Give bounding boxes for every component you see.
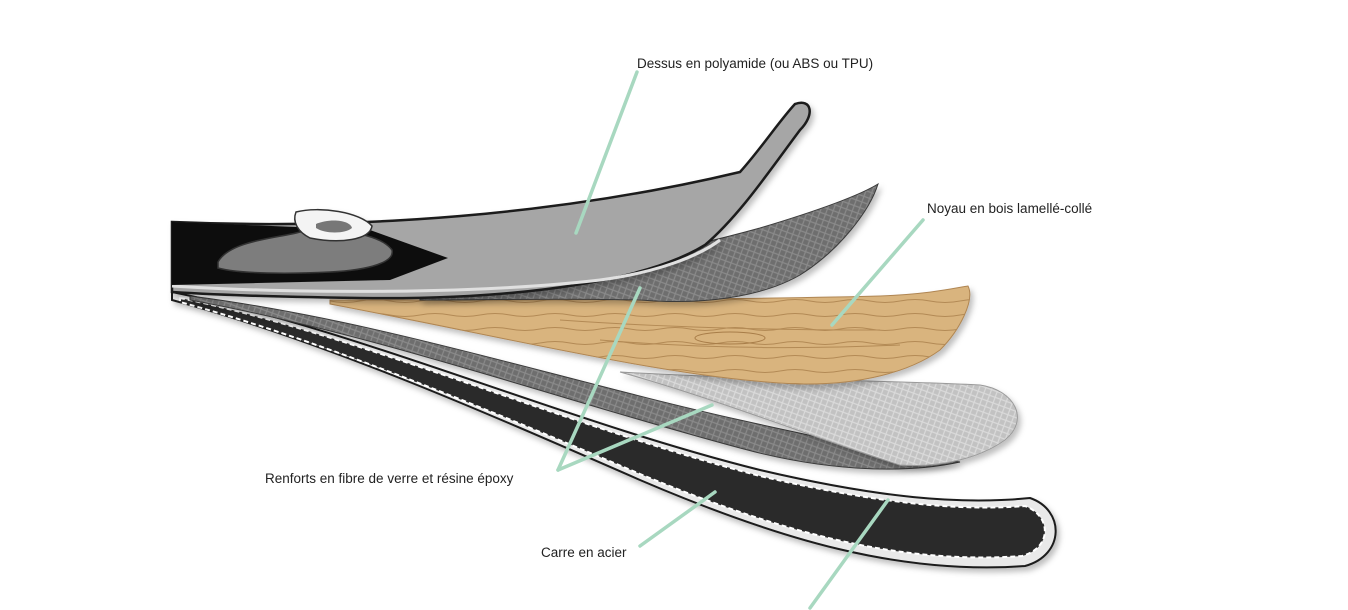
leader-line-wood-core [830,218,925,327]
leader-lines [556,70,925,610]
base-layer [171,290,1057,569]
fiberglass-lower-layer [189,295,961,470]
label-steel-edge: Carre en acier [541,545,627,560]
leader-line-top-sheet [574,70,639,235]
leader-line-reinforcement-upper [556,286,642,472]
label-reinforcements: Renforts en fibre de verre et résine épo… [265,471,514,486]
label-wood-core: Noyau en bois lamellé-collé [927,201,1093,216]
top-sheet-layer [170,101,811,300]
leader-line-base [808,498,890,610]
label-top-sheet: Dessus en polyamide (ou ABS ou TPU) [637,56,874,71]
leader-line-steel-edge [638,490,717,548]
leader-line-reinforcement-lower [556,403,714,472]
